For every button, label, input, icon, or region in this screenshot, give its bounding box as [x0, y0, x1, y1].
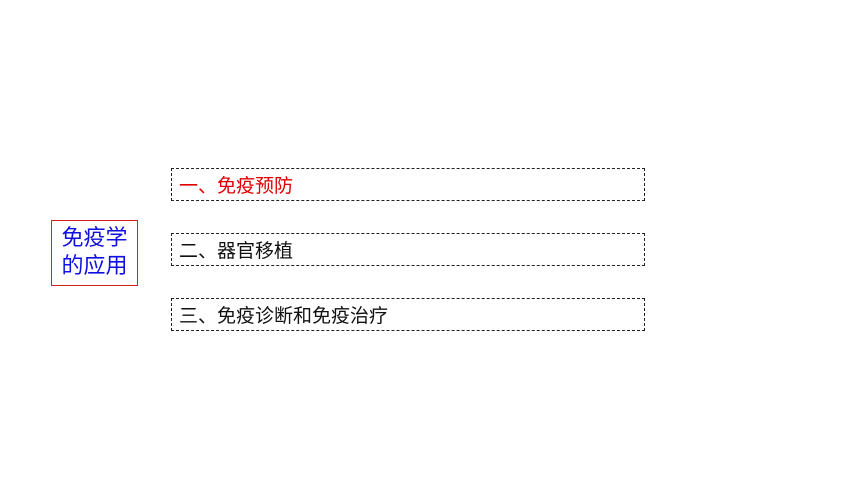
branch-item-label: 一、免疫预防: [179, 175, 294, 197]
branch-item-organ-transplant: 二、器官移植: [171, 233, 645, 266]
branch-item-diagnosis-treatment: 三、免疫诊断和免疫治疗: [171, 298, 645, 331]
topic-title-line-2: 的应用: [61, 254, 128, 279]
branch-item-label: 三、免疫诊断和免疫治疗: [179, 305, 389, 327]
branch-item-label: 二、器官移植: [179, 240, 294, 262]
topic-title-line-1: 免疫学: [61, 226, 128, 251]
topic-title-box: 免疫学 的应用: [51, 220, 138, 286]
branch-item-immunization: 一、免疫预防: [171, 168, 645, 201]
